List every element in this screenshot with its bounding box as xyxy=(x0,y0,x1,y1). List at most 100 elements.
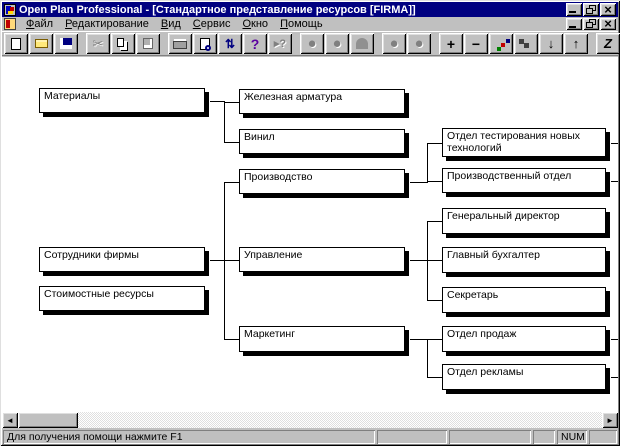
tree-connector-line xyxy=(427,221,428,301)
tree-node-label: Генеральный директор xyxy=(447,210,560,222)
menu-item-5[interactable]: Окно xyxy=(242,18,269,30)
cut-button: ✂ xyxy=(86,33,110,54)
tree-node-label: Отдел тестирования новых технологий xyxy=(447,130,581,154)
tree-node-label: Главный бухгалтер xyxy=(447,249,540,261)
scrollbar-thumb[interactable] xyxy=(18,412,78,428)
close-button[interactable]: × xyxy=(600,3,616,16)
tree-node[interactable]: Производственный отдел xyxy=(442,168,606,193)
save-button[interactable] xyxy=(54,33,78,54)
save-icon xyxy=(60,38,72,49)
tree-node[interactable]: Железная арматура xyxy=(239,89,405,114)
menu-item-3[interactable]: Вид xyxy=(160,18,181,30)
tree-connector-line xyxy=(427,221,442,222)
tree-connector-line xyxy=(427,377,442,378)
tree-connector-line xyxy=(224,339,239,340)
restore-button[interactable] xyxy=(583,3,599,16)
minimize-icon xyxy=(569,11,576,13)
remove-icon: − xyxy=(471,35,481,52)
tree-connector-line xyxy=(224,142,239,143)
status-panel-3 xyxy=(533,430,555,444)
tree-node-label: Управление xyxy=(244,249,303,261)
z-view-icon: Z xyxy=(604,36,612,51)
mdi-minimize-button[interactable] xyxy=(566,18,582,30)
tree-connector-line xyxy=(427,143,428,183)
tree-node[interactable]: Отдел продаж xyxy=(442,326,606,352)
tree-node-label: Винил xyxy=(244,131,275,143)
tree-node-label: Отдел рекламы xyxy=(447,366,524,378)
tree-node[interactable]: Сотрудники фирмы xyxy=(39,247,205,272)
menu-item-4[interactable]: Сервис xyxy=(192,18,231,30)
tree-node-label: Материалы xyxy=(44,90,101,102)
tree-node[interactable]: Производство xyxy=(239,169,405,194)
print-preview-button[interactable] xyxy=(193,33,217,54)
menu-item-2[interactable]: Редактирование xyxy=(65,18,149,30)
tree-connector-line xyxy=(224,182,225,340)
new-document-icon xyxy=(11,37,21,50)
scroll-right-button[interactable]: ► xyxy=(602,412,618,428)
circle2-icon: ● xyxy=(389,35,399,52)
tree-node[interactable]: Отдел тестирования новых технологий xyxy=(442,128,606,157)
circle3-button: ● xyxy=(407,33,431,54)
paste-icon xyxy=(143,38,153,49)
menu-bar: Файл Редактирование Вид Сервис Окно Помощь × xyxy=(2,17,618,31)
status-num-indicator: NUM xyxy=(557,430,587,444)
tree-node[interactable]: Отдел рекламы xyxy=(442,364,606,390)
tree-connector-line xyxy=(427,260,442,261)
app-icon[interactable] xyxy=(4,3,16,16)
print-preview-icon xyxy=(200,37,211,51)
open-file-button[interactable] xyxy=(29,33,53,54)
tree-connector-line xyxy=(611,339,618,340)
tree-node-label: Железная арматура xyxy=(244,91,343,103)
minimize-button[interactable] xyxy=(566,3,582,16)
exchange-button[interactable]: ⇅ xyxy=(218,33,242,54)
print-icon xyxy=(173,40,187,49)
add-icon: + xyxy=(446,35,456,52)
tree-node[interactable]: Маркетинг xyxy=(239,326,405,352)
link-dots-icon xyxy=(501,42,505,47)
document-icon[interactable] xyxy=(4,18,16,30)
toolbar: ✂⇅?▸?●●●●+−↓↑Z≣ xyxy=(2,31,620,56)
move-up-button[interactable]: ↑ xyxy=(564,33,588,54)
tree-node[interactable]: Генеральный директор xyxy=(442,208,606,234)
circle-tool-icon: ● xyxy=(307,35,317,52)
horizontal-scrollbar[interactable]: ◄ ► xyxy=(2,412,618,428)
mdi-restore-button[interactable] xyxy=(583,18,599,30)
tree-node[interactable]: Секретарь xyxy=(442,287,606,313)
tree-connector-line xyxy=(224,102,239,103)
z-view-button[interactable]: Z xyxy=(596,33,620,54)
mdi-close-button[interactable]: × xyxy=(600,17,616,30)
menu-item-6[interactable]: Помощь xyxy=(280,18,323,30)
copy-button[interactable] xyxy=(111,33,135,54)
tree-connector-line xyxy=(427,339,428,378)
tree-connector-line xyxy=(224,182,239,183)
move-down-button[interactable]: ↓ xyxy=(539,33,563,54)
tree-node[interactable]: Главный бухгалтер xyxy=(442,247,606,273)
context-help-button: ▸? xyxy=(268,33,292,54)
tree-node[interactable]: Управление xyxy=(239,247,405,272)
menu-items: Файл Редактирование Вид Сервис Окно Помощь xyxy=(20,18,329,30)
link-dots-button[interactable] xyxy=(489,33,513,54)
add-button[interactable]: + xyxy=(439,33,463,54)
cut-icon: ✂ xyxy=(92,35,104,51)
title-bar: Open Plan Professional - [Стандартное пр… xyxy=(2,2,618,17)
context-help-icon: ▸? xyxy=(273,38,287,50)
print-button[interactable] xyxy=(168,33,192,54)
tree-connector-line xyxy=(410,260,428,261)
tree-node-label: Маркетинг xyxy=(244,328,296,340)
steps-button[interactable] xyxy=(514,33,538,54)
tree-node-label: Стоимостные ресурсы xyxy=(44,288,154,300)
scroll-left-button[interactable]: ◄ xyxy=(2,412,18,428)
tree-node[interactable]: Стоимостные ресурсы xyxy=(39,286,205,311)
move-up-icon: ↑ xyxy=(572,36,580,51)
help-button[interactable]: ? xyxy=(243,33,267,54)
menu-item-1[interactable]: Файл xyxy=(26,18,54,30)
circle3-icon: ● xyxy=(414,35,424,52)
new-document-button[interactable] xyxy=(4,33,28,54)
status-panel-4 xyxy=(589,430,617,444)
tree-node[interactable]: Винил xyxy=(239,129,405,154)
remove-button[interactable]: − xyxy=(464,33,488,54)
tree-node-label: Производственный отдел xyxy=(447,170,572,182)
circle-help-icon: ● xyxy=(332,35,342,52)
tree-node[interactable]: Материалы xyxy=(39,88,205,113)
steps-icon xyxy=(518,39,524,44)
